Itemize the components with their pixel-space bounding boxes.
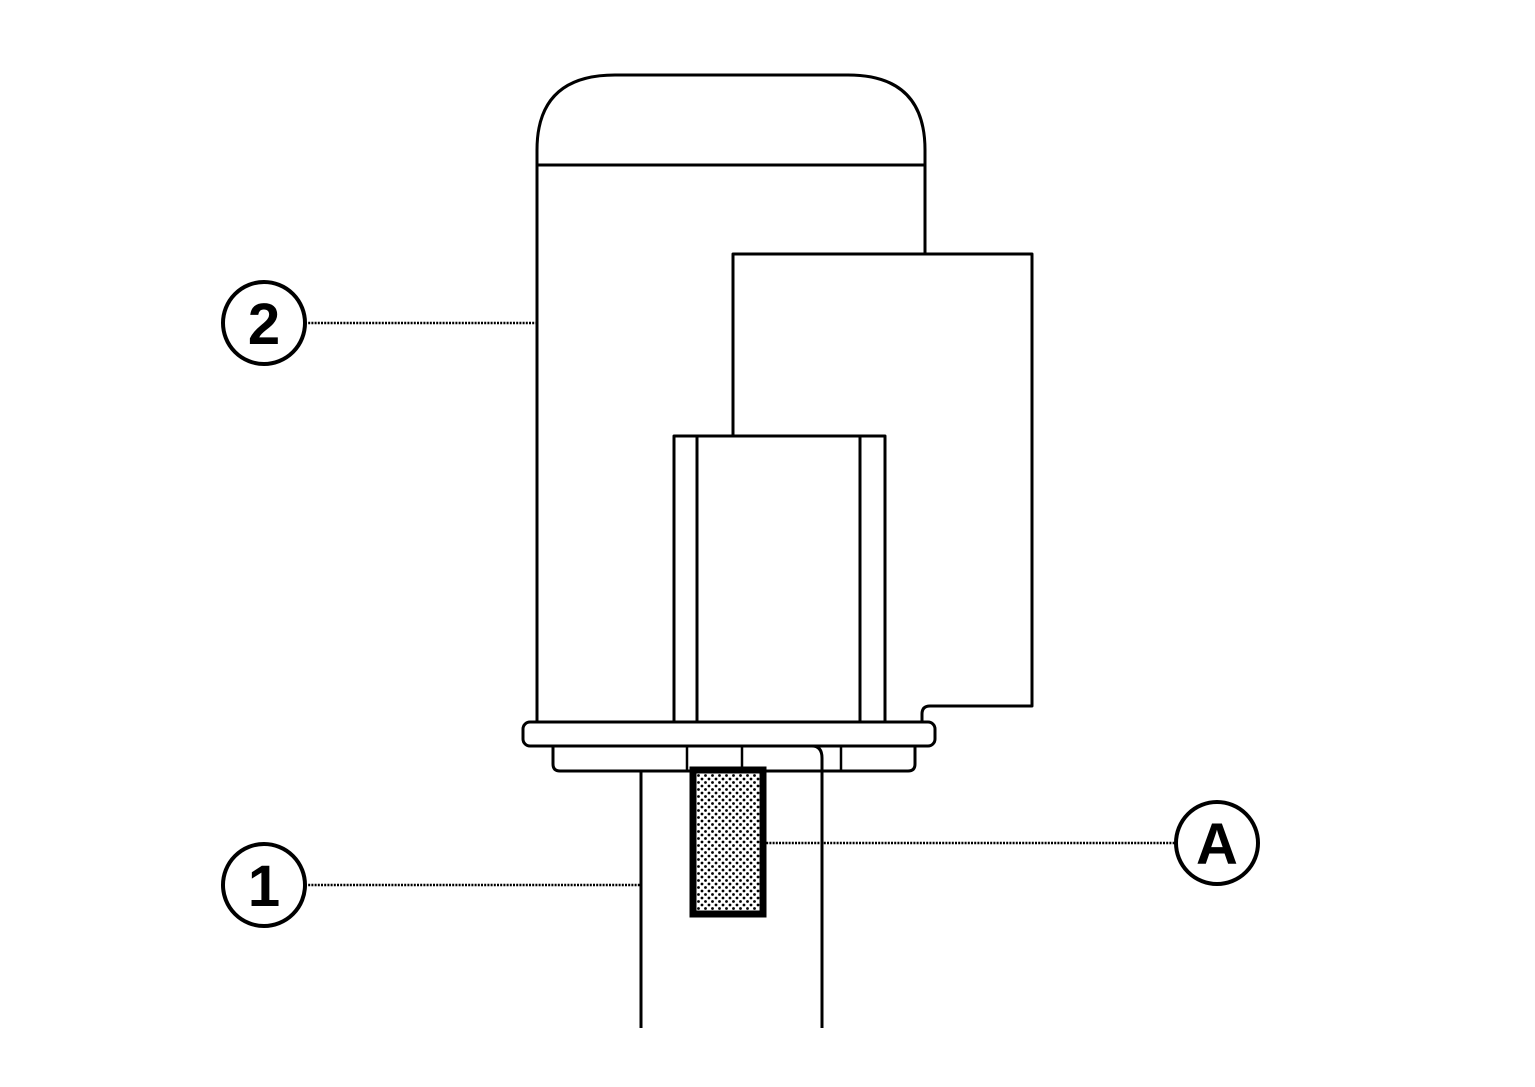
callout-a-circle [1174, 800, 1260, 886]
marked-area-a [689, 766, 767, 918]
callout-1: 1 [221, 842, 307, 928]
callout-2-label: 2 [248, 292, 280, 357]
callout-2-circle [221, 280, 307, 366]
side-block [731, 252, 1034, 722]
central-block [672, 434, 887, 722]
housing-top-dome [535, 73, 927, 167]
callout-1-label: 1 [248, 854, 280, 919]
callout-2: 2 [221, 280, 307, 366]
housing-body [535, 165, 927, 722]
callout-1-circle [221, 842, 307, 928]
pipe-right-wall [811, 744, 824, 1028]
mounting-flange [521, 720, 937, 748]
callout-a: A [1174, 800, 1260, 886]
callout-a-label: A [1196, 812, 1238, 877]
